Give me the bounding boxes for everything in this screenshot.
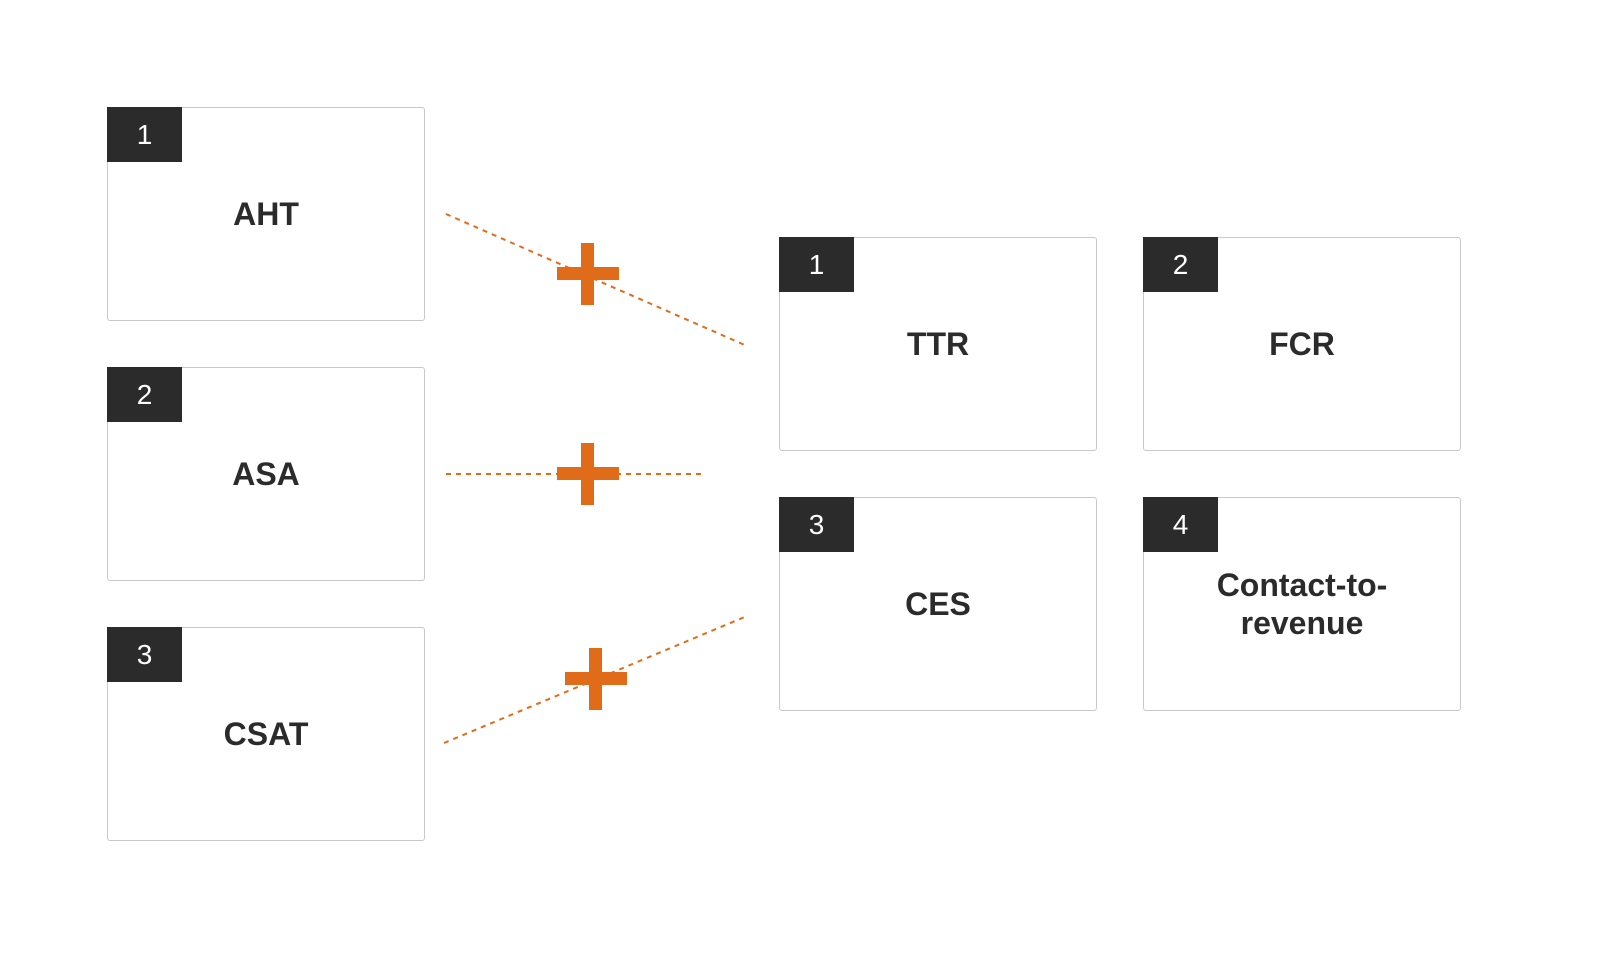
card-number-badge: 4	[1143, 497, 1218, 552]
card-label: Contact-to-revenue	[1216, 567, 1388, 641]
card-number-badge: 2	[107, 367, 182, 422]
card-number-badge: 1	[779, 237, 854, 292]
right-card-4: 4 Contact-to-revenue	[1143, 497, 1461, 711]
left-card-3: 3 CSAT	[107, 627, 425, 841]
plus-icon	[557, 443, 619, 505]
left-card-1: 1 AHT	[107, 107, 425, 321]
plus-icon	[565, 648, 627, 710]
plus-icon	[557, 243, 619, 305]
card-number-badge: 3	[107, 627, 182, 682]
card-label: TTR	[906, 326, 970, 362]
left-card-2: 2 ASA	[107, 367, 425, 581]
card-label: CSAT	[223, 716, 309, 752]
right-card-1: 1 TTR	[779, 237, 1097, 451]
card-label: CES	[905, 586, 971, 622]
card-number-badge: 2	[1143, 237, 1218, 292]
card-label: ASA	[232, 456, 300, 492]
card-label: FCR	[1269, 326, 1335, 362]
right-card-2: 2 FCR	[1143, 237, 1461, 451]
card-number-badge: 1	[107, 107, 182, 162]
right-card-3: 3 CES	[779, 497, 1097, 711]
card-number-badge: 3	[779, 497, 854, 552]
card-label: AHT	[233, 196, 299, 232]
